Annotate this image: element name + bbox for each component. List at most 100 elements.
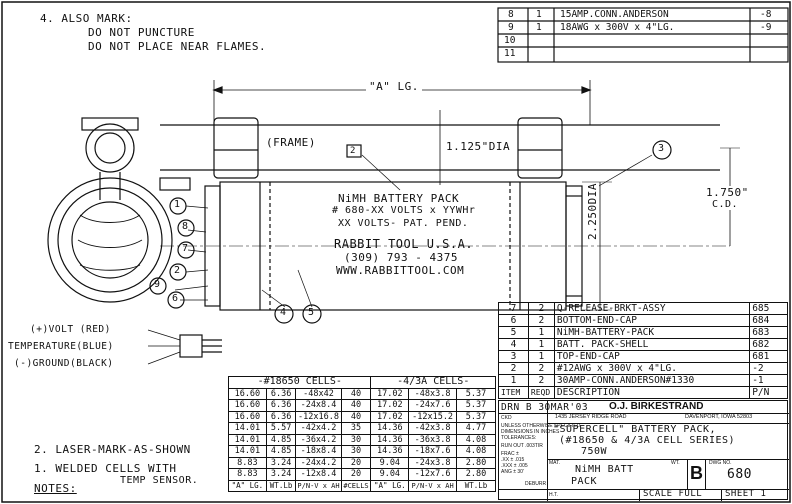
header-43a: -4/3A CELLS- — [370, 376, 496, 389]
bom-desc: #12AWG x 300V x 4"LG. — [553, 362, 751, 375]
material-value: NiMH BATT — [575, 464, 634, 475]
cell-value: 30 — [340, 445, 372, 458]
bom-desc: TOP-END-CAP — [553, 350, 751, 363]
cell-value: -18x7.6 — [408, 445, 457, 458]
cell-value: 3.24 — [265, 456, 297, 469]
cell-value: 14.36 — [370, 433, 410, 446]
note-4-line1: DO NOT PUNCTURE — [88, 26, 195, 39]
bom-pn: 682 — [749, 338, 788, 351]
tolerance-units: DIMENSIONS IN INCHES — [501, 429, 560, 435]
company-address: 1435 JERSEY RIDGE ROAD — [555, 414, 627, 420]
balloon-3: 3 — [658, 143, 665, 154]
sheet-size: B — [690, 463, 703, 483]
footer-col: "A" LG. — [228, 479, 267, 492]
cell-value: -36x4.2 — [295, 433, 342, 446]
cell-value: 17.02 — [370, 387, 410, 400]
top-bom-pn: -8 — [760, 9, 772, 20]
cell-value: 17.02 — [370, 399, 410, 412]
cell-value: -18x8.4 — [295, 445, 342, 458]
cell-value: 40 — [340, 399, 372, 412]
cell-value: -24x4.2 — [295, 456, 342, 469]
marking-line5: (309) 793 - 4375 — [344, 251, 458, 264]
bom-item: 6 — [498, 314, 529, 327]
top-bom-item: 8 — [508, 9, 514, 20]
note-4-line2: DO NOT PLACE NEAR FLAMES. — [88, 40, 267, 53]
cell-value: 14.36 — [370, 445, 410, 458]
balloon-6: 6 — [172, 293, 179, 304]
bom-qty: 1 — [527, 350, 555, 363]
drawing-title-line2: (#18650 & 4/3A CELL SERIES) — [559, 435, 736, 446]
cell-value: 4.77 — [455, 422, 497, 435]
bom-desc: BATT. PACK-SHELL — [553, 338, 751, 351]
top-bom-item: 9 — [508, 22, 514, 33]
bom-qty: 2 — [527, 362, 555, 375]
balloon-box-2: 2 — [350, 146, 356, 156]
cell-value: 5.37 — [455, 399, 497, 412]
balloon-4: 4 — [280, 307, 287, 318]
bom-item: 1 — [498, 374, 529, 387]
cell-value: 8.83 — [228, 456, 267, 469]
note-1-line1: 1. WELDED CELLS WITH — [34, 462, 177, 475]
wire-temp-label: TEMPERATURE(BLUE) — [8, 341, 114, 352]
tolerance-frac: FRAC ± — [501, 451, 519, 457]
cd-label: C.D. — [712, 199, 739, 210]
cell-value: 30 — [340, 433, 372, 446]
bom-header-pn: P/N — [749, 386, 788, 399]
top-bom-item: 10 — [504, 35, 516, 46]
cell-value: -24x7.6 — [408, 399, 457, 412]
cell-value: 9.04 — [370, 456, 410, 469]
cell-value: 17.02 — [370, 410, 410, 423]
marking-line2: # 680-XX VOLTS x YYWHr — [332, 205, 476, 216]
bom-header-item: ITEM — [498, 386, 529, 399]
deburr-label: DEBURR — [525, 481, 547, 487]
balloon-9: 9 — [154, 279, 161, 290]
bom-qty: 2 — [527, 374, 555, 387]
notes-header: NOTES: — [34, 482, 77, 495]
top-bom-qty: 1 — [536, 9, 542, 20]
balloon-5: 5 — [308, 307, 315, 318]
footer-col: P/N-V x AH — [295, 479, 342, 492]
cell-value: -24x3.8 — [408, 456, 457, 469]
cell-value: 4.08 — [455, 445, 497, 458]
cell-value: 20 — [340, 468, 372, 481]
top-bom-desc: 15AMP.CONN.ANDERSON — [560, 9, 669, 20]
top-bom-desc: 18AWG x 300V x 4"LG. — [560, 22, 675, 33]
material-value-2: PACK — [571, 476, 598, 487]
cell-value: 20 — [340, 456, 372, 469]
header-18650: -#18650 CELLS- — [227, 376, 372, 389]
scale: SCALE FULL — [643, 489, 703, 499]
tolerance-xx: .XX ± .015 — [501, 457, 525, 463]
bom-qty: 1 — [527, 338, 555, 351]
balloon-2: 2 — [174, 265, 181, 276]
weight-label: WT. — [671, 460, 680, 466]
body-dia-dim: 2.250DIA — [586, 183, 599, 240]
cell-value: 5.57 — [265, 422, 297, 435]
heat-treat-label: H.T. — [549, 492, 558, 498]
bom-item: 5 — [498, 326, 529, 339]
checked-label: CKD — [501, 415, 512, 421]
footer-col: P/N-V x AH — [408, 479, 457, 492]
bom-pn: 681 — [749, 350, 788, 363]
cell-value: 35 — [340, 422, 372, 435]
cell-value: -48x3.8 — [408, 387, 457, 400]
cell-value: 40 — [340, 410, 372, 423]
cell-value: 40 — [340, 387, 372, 400]
bom-item: 7 — [498, 302, 529, 315]
company-name: O.J. BIRKESTRAND — [609, 401, 704, 412]
note-1-line2: TEMP SENSOR. — [120, 475, 199, 486]
cell-value: 2.80 — [455, 468, 497, 481]
wire-ground-label: (-)GROUND(BLACK) — [14, 358, 114, 369]
note-2: 2. LASER-MARK-AS-SHOWN — [34, 443, 191, 456]
marking-line1: NiMH BATTERY PACK — [338, 192, 460, 205]
